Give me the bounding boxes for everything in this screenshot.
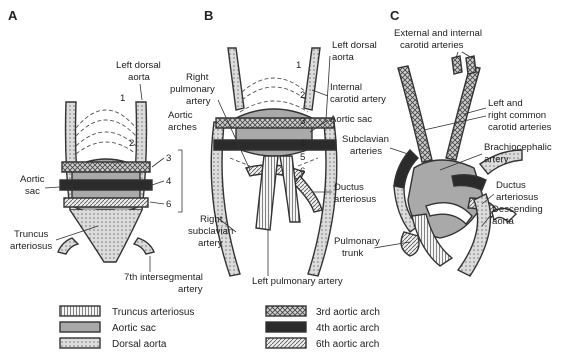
label-brachiocephalic-2: artery (484, 154, 509, 165)
label-left-dorsal-aorta-a-2: aorta (128, 72, 151, 83)
label-descending-aorta-2: aorta (492, 216, 515, 227)
panel-b-letter: B (204, 8, 213, 23)
arch-4-b (214, 140, 336, 150)
label-right-subclavian-2: subclavian (188, 226, 233, 237)
arch-number-1-a: 1 (120, 93, 125, 104)
legend-swatch-dorsal-aorta (60, 338, 100, 348)
arch-number-3-b: 3 (300, 116, 305, 127)
legend-swatch-3rd-arch (266, 306, 306, 316)
legend-label-dorsal-aorta: Dorsal aorta (112, 339, 167, 350)
label-right-pulmonary-3: artery (186, 96, 211, 107)
label-aortic-arches-2: arches (168, 122, 197, 133)
label-right-pulmonary-1: Right (186, 72, 209, 83)
legend-label-truncus: Truncus arteriosus (112, 307, 194, 318)
arch-number-5-b: 5 (300, 152, 305, 163)
seventh-intersegmental-right-a (58, 238, 78, 254)
label-aortic-sac-b: Aortic sac (330, 114, 372, 125)
arch-number-6-a: 6 (166, 199, 171, 210)
label-7th-intersegmental-1: 7th intersegmental (124, 272, 203, 283)
legend-swatch-truncus (60, 306, 100, 316)
label-left-dorsal-aorta-b-2: aorta (332, 52, 355, 63)
label-internal-carotid-1: Internal (330, 82, 362, 93)
label-ext-int-carotid-1: External and internal (394, 28, 482, 39)
label-left-right-common-2: right common (488, 110, 546, 121)
label-left-pulmonary: Left pulmonary artery (252, 276, 343, 287)
right-internal-carotid-b (228, 48, 244, 110)
seventh-intersegmental-left-a (134, 238, 154, 254)
legend-label-aortic-sac: Aortic sac (112, 323, 156, 334)
arch-bracket-a (178, 150, 182, 212)
label-brachiocephalic-1: Brachiocephalic (484, 142, 552, 153)
label-left-dorsal-aorta-a-1: Left dorsal (116, 60, 161, 71)
label-aortic-arches-1: Aortic (168, 110, 193, 121)
label-left-right-common-3: carotid arteries (488, 122, 552, 133)
label-subclavian-c-2: arteries (350, 146, 382, 157)
legend: Truncus arteriosus Aortic sac Dorsal aor… (60, 306, 380, 350)
label-internal-carotid-2: carotid artery (330, 94, 386, 105)
right-common-carotid-c (398, 66, 432, 162)
legend-label-3rd-arch: 3rd aortic arch (316, 307, 380, 318)
arch-number-3-a: 3 (166, 153, 171, 164)
internal-carotid-stub-c (452, 56, 462, 74)
label-pulmonary-trunk-2: trunk (342, 248, 364, 259)
label-aortic-sac-a-1: Aortic (20, 174, 45, 185)
arch-number-2-b: 2 (300, 90, 305, 101)
label-ductus-b-1: Ductus (334, 182, 364, 193)
label-ductus-c-1: Ductus (496, 180, 526, 191)
arch-3-b (216, 118, 334, 128)
arch-4-a (60, 180, 152, 190)
arch-number-1-b: 1 (296, 60, 301, 71)
left-internal-carotid-b (304, 48, 320, 110)
label-subclavian-c-1: Subclavian (342, 134, 389, 145)
legend-swatch-4th-arch (266, 322, 306, 332)
label-left-right-common-1: Left and (488, 98, 523, 109)
label-7th-intersegmental-2: artery (178, 284, 203, 295)
legend-swatch-6th-arch (266, 338, 306, 348)
arch-1-dashed-b (242, 78, 306, 92)
label-truncus-arteriosus-1: Truncus (14, 229, 49, 240)
legend-swatch-aortic-sac (60, 322, 100, 332)
arch-number-6-b: 6 (300, 166, 305, 177)
arch-1-dashed-a (76, 110, 136, 128)
label-ext-int-carotid-2: carotid arteries (400, 40, 464, 51)
arch-number-4-a: 4 (166, 176, 172, 187)
panel-a: A 1 2 3 4 6 Left dorsal aorta Aortic (8, 8, 203, 295)
arch-2-dashed-a (76, 132, 136, 146)
panel-c-letter: C (390, 8, 400, 23)
label-right-pulmonary-2: pulmonary (170, 84, 215, 95)
label-left-dorsal-aorta-b-1: Left dorsal (332, 40, 377, 51)
left-common-carotid-c (446, 66, 480, 160)
arch-number-4-b: 4 (300, 138, 306, 149)
label-right-subclavian-3: artery (198, 238, 223, 249)
label-ductus-b-2: arteriosus (334, 194, 376, 205)
panel-a-letter: A (8, 8, 18, 23)
legend-label-6th-arch: 6th aortic arch (316, 339, 379, 350)
label-ductus-c-2: arteriosus (496, 192, 538, 203)
label-truncus-arteriosus-2: arteriosus (10, 241, 52, 252)
label-descending-aorta-1: Descending (492, 204, 543, 215)
label-aortic-sac-a-2: sac (25, 186, 40, 197)
arch-6-a (64, 198, 148, 207)
label-pulmonary-trunk-1: Pulmonary (334, 236, 380, 247)
arch-number-2-a: 2 (129, 138, 134, 149)
legend-label-4th-arch: 4th aortic arch (316, 323, 379, 334)
dorsal-aorta-fused-a (70, 210, 142, 262)
arch-3-a (62, 162, 150, 172)
